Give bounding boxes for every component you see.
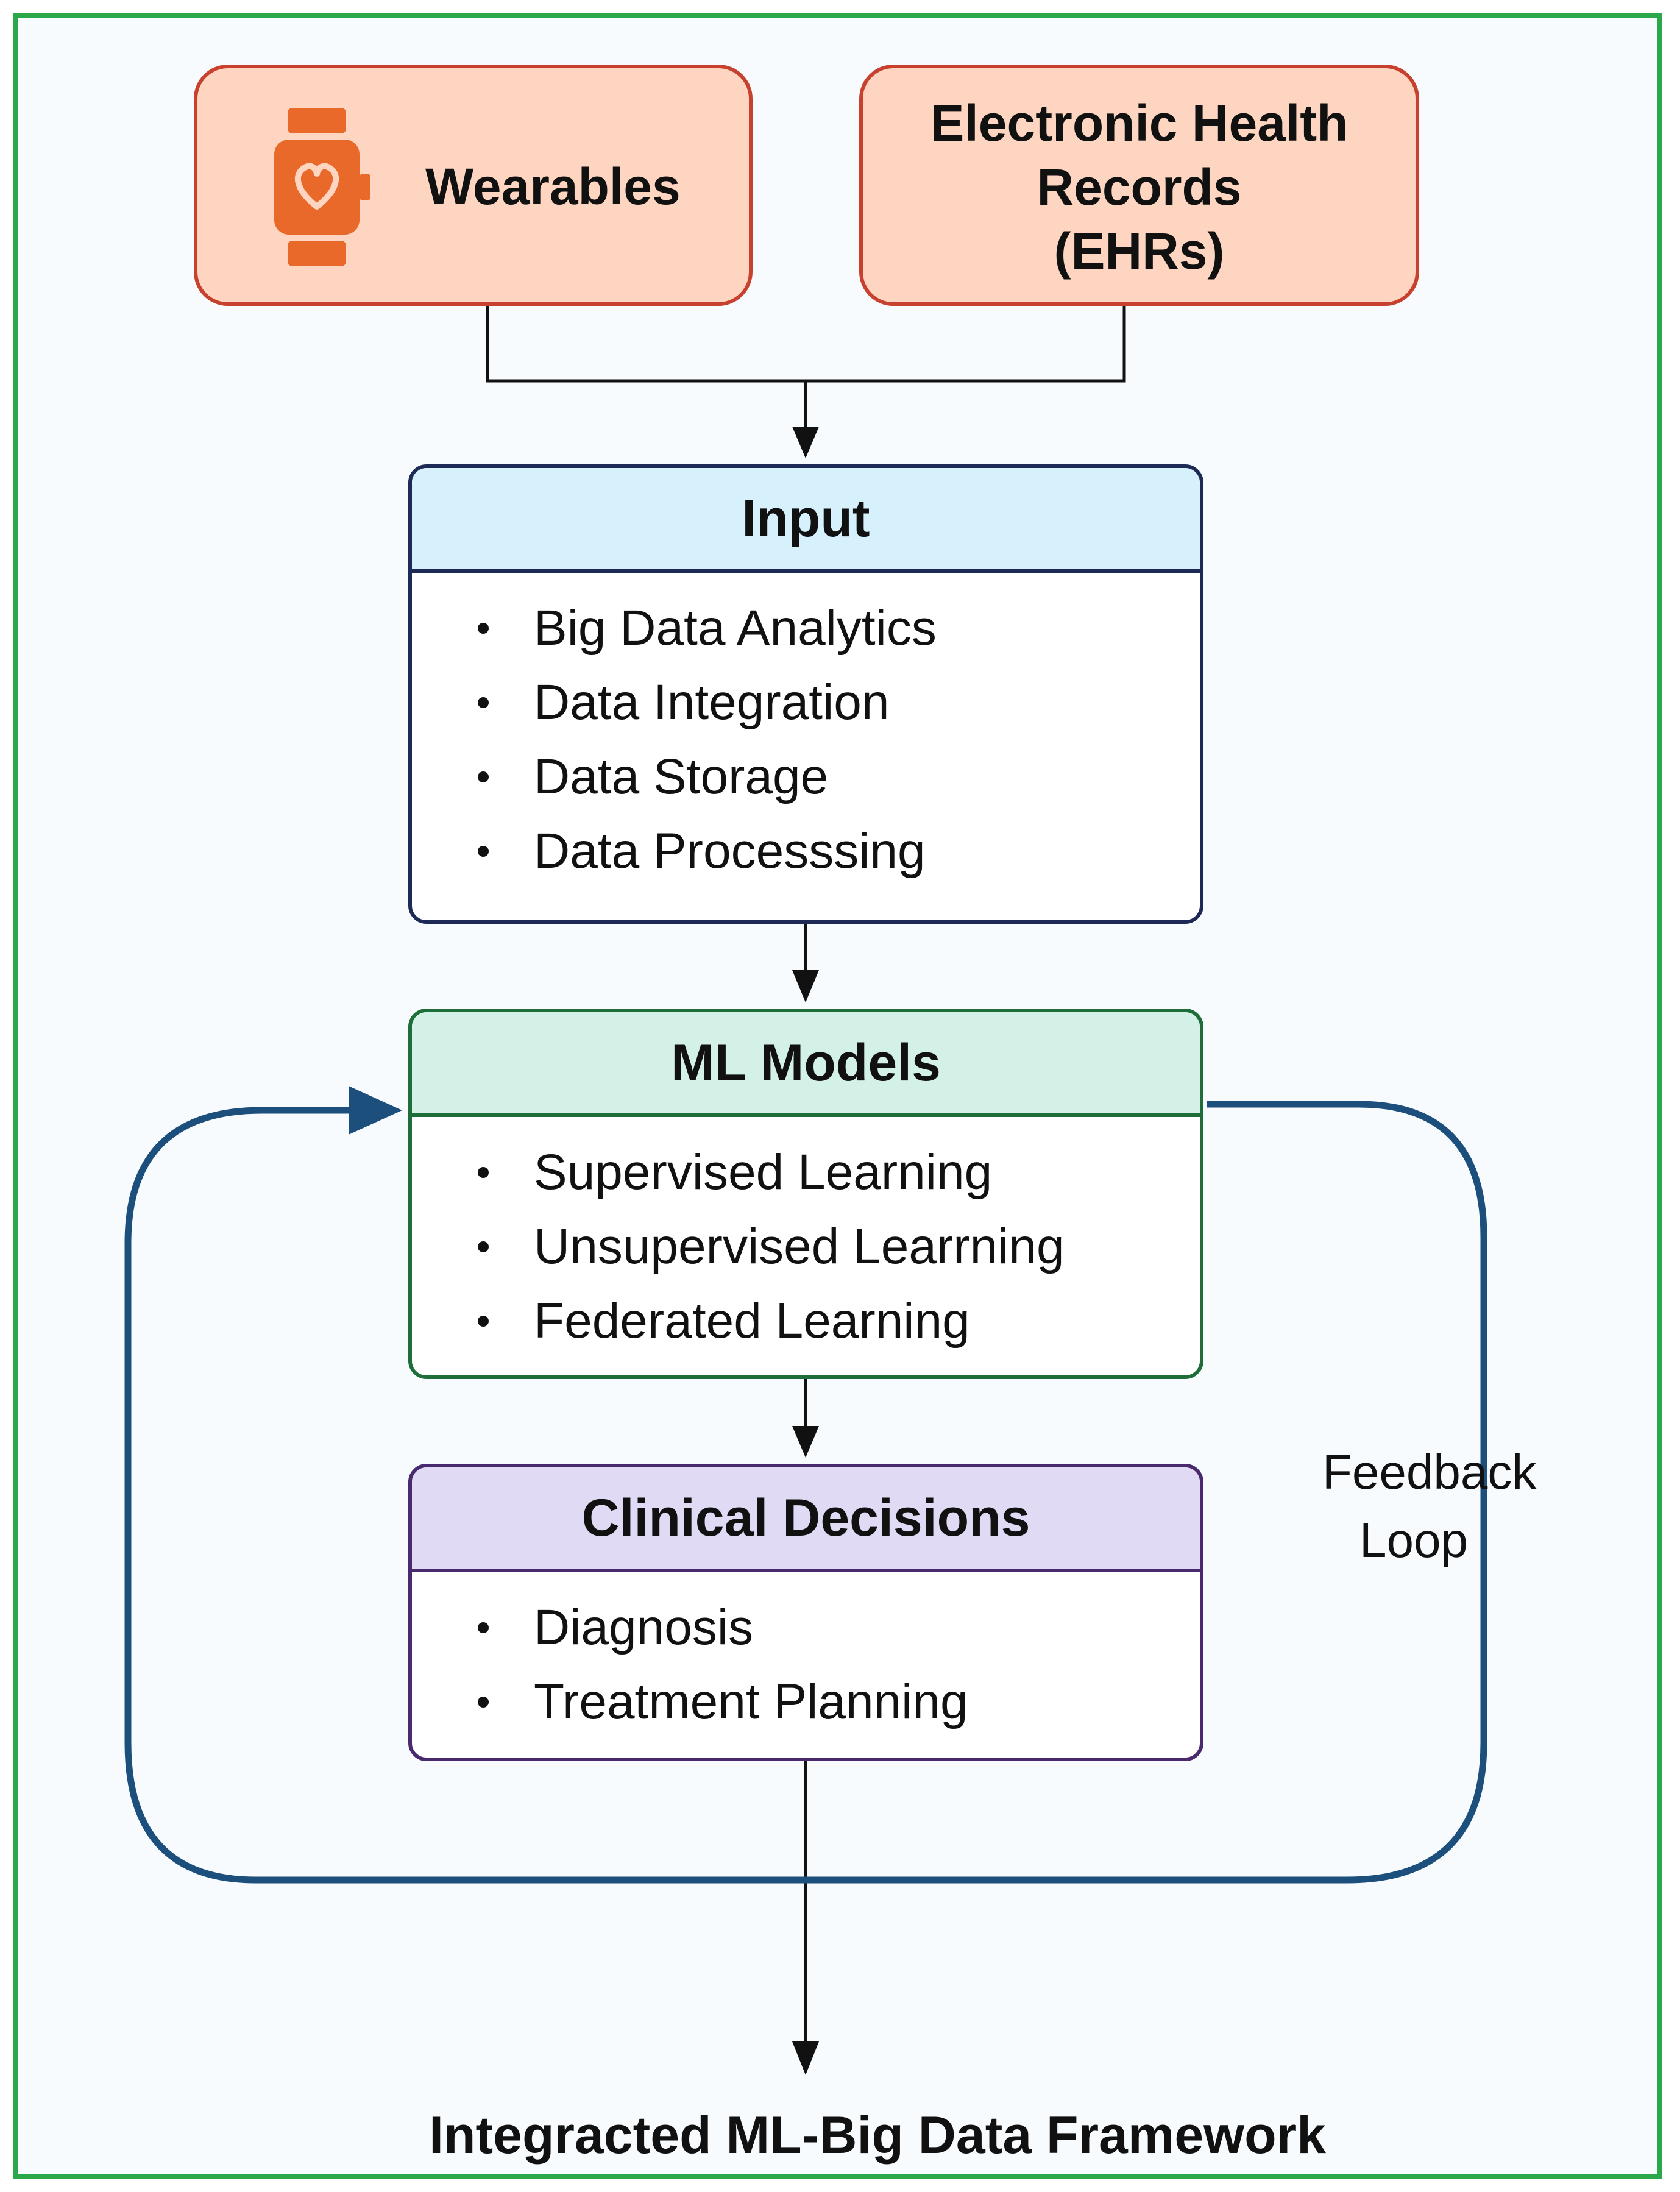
clinical-decisions-item-list: Diagnosis Treatment Planning [412, 1572, 1200, 1739]
smartwatch-heart-icon [274, 108, 370, 266]
arrowhead-ml-to-clinical [792, 1426, 819, 1458]
input-card-header: Input [412, 468, 1200, 573]
list-item: Big Data Analytics [412, 591, 1200, 665]
ml-models-card-title: ML Models [671, 1033, 941, 1092]
arrowhead-input-to-ml [792, 970, 819, 1002]
wearables-source-box: Wearables [194, 65, 753, 306]
feedback-loop-label: Feedback Loop [1322, 1438, 1537, 1575]
list-item: Supervised Learning [412, 1135, 1200, 1210]
list-item: Unsupervised Learrning [412, 1210, 1200, 1284]
list-item: Federated Learning [412, 1284, 1200, 1358]
arrowhead-sources-to-input [792, 427, 819, 458]
feedback-loop-path [124, 1101, 1487, 1884]
input-card-title: Input [742, 489, 870, 548]
input-card: Input Big Data Analytics Data Integratio… [408, 464, 1203, 924]
feedback-loop-arrowhead [349, 1086, 402, 1135]
list-item: Data Integration [412, 665, 1200, 740]
ehr-label-line2: Records [1037, 158, 1242, 216]
ml-models-card-header: ML Models [412, 1012, 1200, 1117]
ehr-label-line1: Electronic Health [930, 94, 1349, 152]
ehr-label-line3: (EHRs) [1054, 222, 1225, 280]
list-item: Treatment Planning [412, 1665, 1200, 1739]
feedback-label-line2: Loop [1359, 1513, 1468, 1567]
input-item-list: Big Data Analytics Data Integration Data… [412, 573, 1200, 889]
ml-models-item-list: Supervised Learning Unsupervised Learrni… [412, 1117, 1200, 1358]
arrowhead-clinical-to-output [792, 2041, 819, 2075]
list-item: Diagnosis [412, 1591, 1200, 1665]
wearables-connector [486, 305, 1126, 383]
ehr-source-box: Electronic Health Records (EHRs) [859, 65, 1419, 306]
clinical-decisions-card: Clinical Decisions Diagnosis Treatment P… [408, 1464, 1203, 1761]
clinical-decisions-card-header: Clinical Decisions [412, 1467, 1200, 1572]
ml-models-card: ML Models Supervised Learning Unsupervis… [408, 1009, 1203, 1379]
wearables-label: Wearables [425, 158, 681, 215]
list-item: Data Processsing [412, 814, 1200, 889]
clinical-decisions-card-title: Clinical Decisions [581, 1488, 1030, 1547]
list-item: Data Storage [412, 740, 1200, 814]
feedback-label-line1: Feedback [1322, 1445, 1537, 1499]
diagram-caption: Integracted ML-Big Data Framework [429, 2106, 1326, 2165]
